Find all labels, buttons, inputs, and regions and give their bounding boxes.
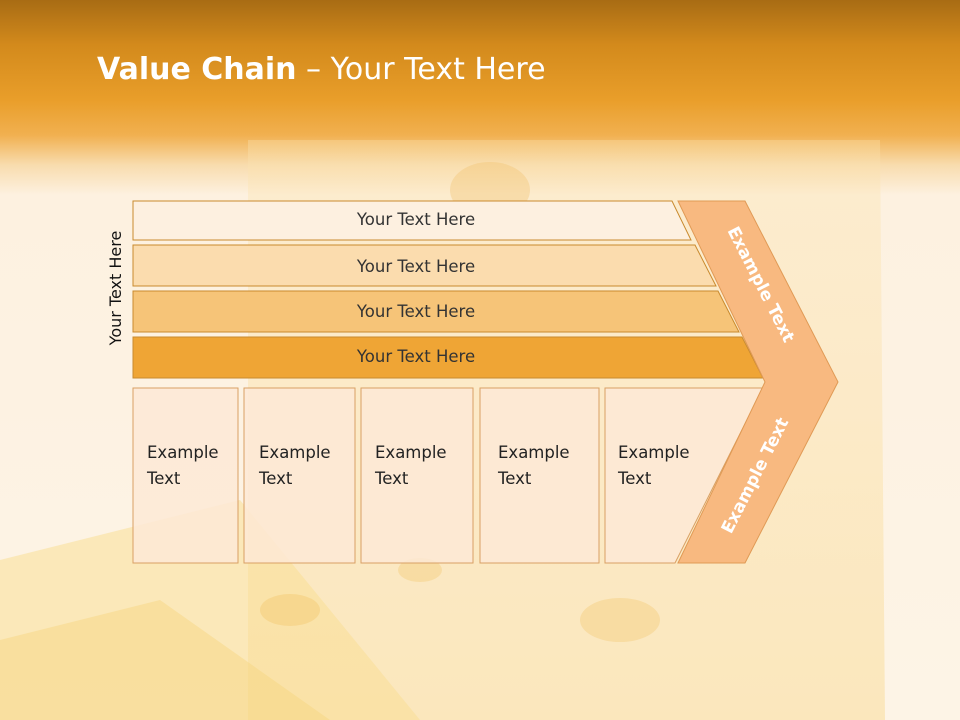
svg-text:Example Text: Example Text bbox=[147, 666, 258, 685]
box-2-line2: Text bbox=[259, 469, 293, 488]
box-2-line1: Example bbox=[259, 443, 331, 462]
svg-text:Text: Text bbox=[497, 640, 532, 659]
box-3-text: Example Text bbox=[375, 440, 447, 492]
svg-text:Text: Text bbox=[374, 640, 409, 659]
band-1 bbox=[132, 200, 692, 241]
box-4-text: Example Text bbox=[498, 440, 570, 492]
box-3-line2: Text bbox=[375, 469, 409, 488]
svg-text:Text: Text bbox=[258, 640, 293, 659]
box-3-line1: Example bbox=[375, 443, 447, 462]
svg-text:Example: Example bbox=[618, 666, 690, 685]
box-4-line1: Example bbox=[498, 443, 570, 462]
band-3-label: Your Text Here bbox=[356, 302, 475, 321]
svg-text:Example: Example bbox=[259, 666, 331, 685]
box-2-text: Example Text bbox=[259, 440, 331, 492]
svg-text:Example: Example bbox=[375, 666, 447, 685]
slide-title: Value Chain – Your Text Here bbox=[97, 52, 546, 87]
box-5-line1: Example bbox=[618, 443, 690, 462]
band-4-label: Your Text Here bbox=[356, 347, 475, 366]
box-1 bbox=[132, 387, 239, 564]
title-rest: – Your Text Here bbox=[296, 52, 546, 87]
svg-text:Text: Text bbox=[617, 640, 652, 659]
box-1-line1: Example bbox=[147, 443, 219, 462]
box-1-line2: Text bbox=[147, 469, 181, 488]
svg-text:Text: Text bbox=[146, 640, 181, 659]
band-2-label: Your Text Here bbox=[356, 257, 475, 276]
band-2 bbox=[132, 244, 717, 287]
box-1-text: Example Text bbox=[147, 440, 219, 492]
band-1-label: Your Text Here bbox=[356, 210, 475, 229]
box-4-line2: Text bbox=[498, 469, 532, 488]
box-5-line2: Text bbox=[618, 469, 652, 488]
band-3 bbox=[132, 290, 740, 333]
title-bold: Value Chain bbox=[97, 52, 297, 87]
box-2 bbox=[243, 387, 356, 564]
box-3 bbox=[360, 387, 474, 564]
box-4 bbox=[479, 387, 600, 564]
box-5-text: Example Text bbox=[618, 440, 690, 492]
svg-text:Example: Example bbox=[498, 666, 570, 685]
